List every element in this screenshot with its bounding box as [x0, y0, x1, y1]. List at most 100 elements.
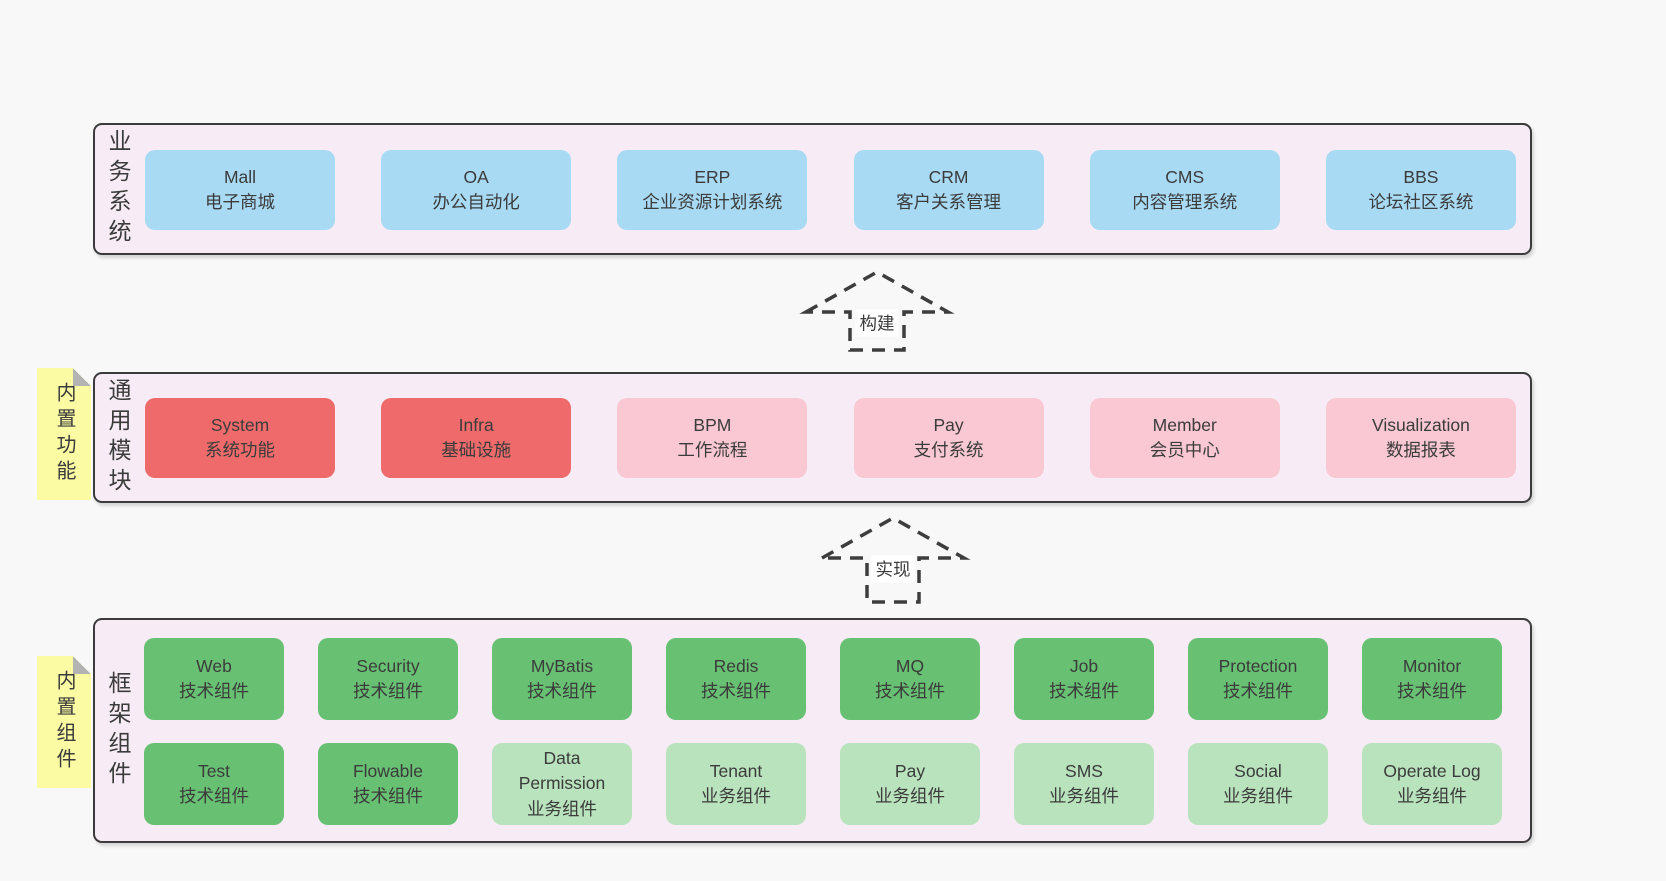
section-business-systems-label: 业务系统 — [105, 129, 131, 249]
box-cms-title: CMS — [1165, 166, 1205, 187]
box-flowable-title: Flowable — [352, 760, 424, 781]
arrow-build-label: 构建 — [855, 309, 899, 337]
box-flowable-subtitle: 技术组件 — [353, 786, 423, 806]
box-monitor-title: Monitor — [1402, 655, 1462, 676]
box-protection-subtitle: 技术组件 — [1223, 681, 1293, 701]
business-boxes-row: Mall 电子商城 OA 办公自动化 ERP 企业资源计划系统 CRM 客户关系… — [145, 150, 1516, 230]
box-visualization: Visualization 数据报表 — [1325, 398, 1516, 478]
box-member: Member 会员中心 — [1089, 398, 1280, 478]
framework-row-1: Web 技术组件 Security 技术组件 MyBatis 技术组件 Redi… — [144, 638, 1502, 720]
box-mq-title: MQ — [895, 655, 925, 676]
box-data-permission-subtitle: 业务组件 — [527, 798, 597, 819]
box-security: Security 技术组件 — [318, 638, 458, 720]
box-sms-subtitle: 业务组件 — [1049, 786, 1119, 806]
box-sms-title: SMS — [1065, 760, 1103, 781]
section-framework-components: 框架组件 Web 技术组件 Security 技术组件 MyBatis 技术组件… — [93, 618, 1532, 843]
box-web: Web 技术组件 — [144, 638, 284, 720]
box-mq: MQ 技术组件 — [840, 638, 980, 720]
arrow-implement-label: 实现 — [871, 555, 915, 583]
box-tenant-subtitle: 业务组件 — [701, 786, 771, 806]
box-system: System 系统功能 — [145, 398, 335, 478]
box-pay-component-subtitle: 业务组件 — [875, 786, 945, 806]
box-cms: CMS 内容管理系统 — [1089, 150, 1280, 230]
box-protection-title: Protection — [1218, 655, 1298, 676]
box-crm-title: CRM — [928, 166, 969, 187]
box-cms-subtitle: 内容管理系统 — [1132, 192, 1238, 212]
box-security-subtitle: 技术组件 — [353, 681, 423, 701]
box-bpm-subtitle: 工作流程 — [677, 440, 748, 460]
box-operate-log-title: Operate Log — [1383, 760, 1481, 781]
box-erp-subtitle: 企业资源计划系统 — [642, 192, 783, 212]
box-infra-subtitle: 基础设施 — [441, 440, 512, 460]
box-social: Social 业务组件 — [1188, 743, 1328, 825]
section-common-modules-label: 通用模块 — [105, 377, 131, 498]
box-pay-component-title: Pay — [894, 760, 926, 781]
box-pay-system-title: Pay — [933, 414, 964, 435]
box-data-permission: Data Permission 业务组件 — [492, 743, 632, 825]
box-job-subtitle: 技术组件 — [1049, 681, 1119, 701]
box-web-title: Web — [196, 655, 232, 676]
box-data-permission-title: Data Permission — [518, 747, 606, 794]
box-job-title: Job — [1069, 655, 1099, 676]
box-social-title: Social — [1234, 760, 1282, 781]
box-test: Test 技术组件 — [144, 743, 284, 825]
box-mybatis-title: MyBatis — [530, 655, 594, 676]
box-tenant-title: Tenant — [709, 760, 763, 781]
box-oa: OA 办公自动化 — [381, 150, 572, 230]
box-oa-title: OA — [463, 166, 489, 187]
box-flowable: Flowable 技术组件 — [318, 743, 458, 825]
box-infra: Infra 基础设施 — [381, 398, 572, 478]
box-bbs-title: BBS — [1403, 166, 1439, 187]
box-mybatis-subtitle: 技术组件 — [527, 681, 597, 701]
box-monitor-subtitle: 技术组件 — [1397, 681, 1467, 701]
box-visualization-subtitle: 数据报表 — [1385, 440, 1456, 460]
box-operate-log-subtitle: 业务组件 — [1397, 786, 1467, 806]
box-mall-subtitle: 电子商城 — [205, 192, 275, 212]
box-member-subtitle: 会员中心 — [1149, 440, 1220, 460]
section-business-systems: 业务系统 Mall 电子商城 OA 办公自动化 ERP 企业资源计划系统 CRM… — [93, 123, 1532, 255]
box-web-subtitle: 技术组件 — [179, 681, 249, 701]
note-builtin-components-label: 内置组件 — [53, 670, 75, 774]
box-test-title: Test — [197, 760, 231, 781]
box-bpm-title: BPM — [693, 414, 732, 435]
box-erp: ERP 企业资源计划系统 — [617, 150, 808, 230]
box-redis-subtitle: 技术组件 — [701, 681, 771, 701]
section-framework-components-label: 框架组件 — [105, 670, 131, 791]
note-builtin-components: 内置组件 — [37, 656, 91, 788]
box-pay-system-subtitle: 支付系统 — [913, 440, 984, 460]
section-common-modules: 通用模块 System 系统功能 Infra 基础设施 BPM 工作流程 Pay… — [93, 372, 1532, 503]
box-member-title: Member — [1152, 414, 1217, 435]
box-erp-title: ERP — [694, 166, 731, 187]
box-system-subtitle: 系统功能 — [205, 440, 275, 460]
box-bbs-subtitle: 论坛社区系统 — [1368, 192, 1474, 212]
box-tenant: Tenant 业务组件 — [666, 743, 806, 825]
box-visualization-title: Visualization — [1371, 414, 1470, 435]
box-redis-title: Redis — [713, 655, 759, 676]
box-bbs: BBS 论坛社区系统 — [1325, 150, 1516, 230]
box-oa-subtitle: 办公自动化 — [432, 192, 520, 212]
box-bpm: BPM 工作流程 — [617, 398, 808, 478]
box-infra-title: Infra — [458, 414, 494, 435]
modules-boxes-row: System 系统功能 Infra 基础设施 BPM 工作流程 Pay 支付系统… — [145, 398, 1516, 478]
box-pay-component: Pay 业务组件 — [840, 743, 980, 825]
box-security-title: Security — [356, 655, 420, 676]
box-operate-log: Operate Log 业务组件 — [1362, 743, 1502, 825]
box-mall: Mall 电子商城 — [145, 150, 335, 230]
box-crm: CRM 客户关系管理 — [853, 150, 1044, 230]
box-mybatis: MyBatis 技术组件 — [492, 638, 632, 720]
note-builtin-features-label: 内置功能 — [53, 382, 75, 486]
framework-row-2: Test 技术组件 Flowable 技术组件 Data Permission … — [144, 743, 1502, 825]
box-pay-system: Pay 支付系统 — [853, 398, 1044, 478]
box-redis: Redis 技术组件 — [666, 638, 806, 720]
box-protection: Protection 技术组件 — [1188, 638, 1328, 720]
box-test-subtitle: 技术组件 — [179, 786, 249, 806]
box-sms: SMS 业务组件 — [1014, 743, 1154, 825]
note-builtin-features: 内置功能 — [37, 368, 91, 500]
box-social-subtitle: 业务组件 — [1223, 786, 1293, 806]
box-crm-subtitle: 客户关系管理 — [896, 192, 1002, 212]
box-mall-title: Mall — [223, 166, 257, 187]
box-system-title: System — [210, 414, 270, 435]
box-job: Job 技术组件 — [1014, 638, 1154, 720]
box-mq-subtitle: 技术组件 — [875, 681, 945, 701]
